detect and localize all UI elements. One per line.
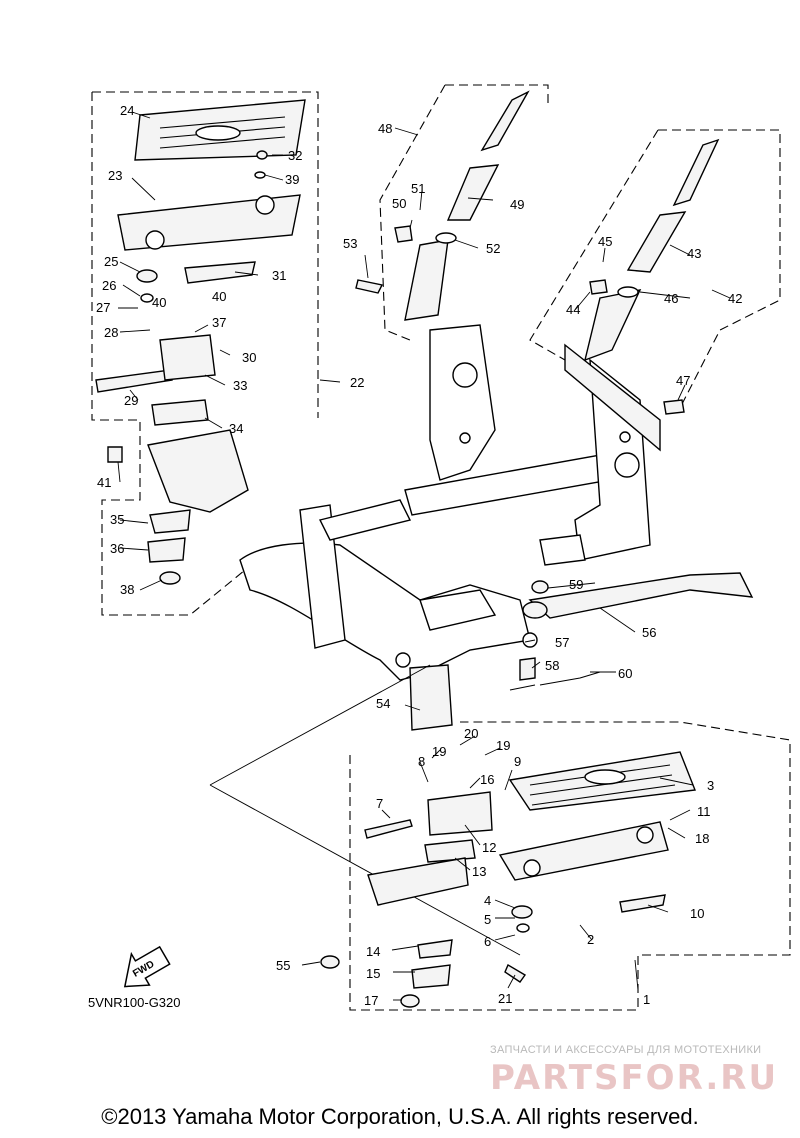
brake-pedal [528, 572, 754, 619]
callout-42: 42 [728, 291, 742, 306]
callout-25: 25 [104, 254, 118, 269]
callout-5: 5 [484, 912, 491, 927]
callout-40a: 40 [152, 295, 166, 310]
left-footrest-group [91, 91, 319, 616]
copyright-notice: ©2013 Yamaha Motor Corporation, U.S.A. A… [101, 1104, 699, 1129]
callout-15: 15 [366, 966, 380, 981]
heel-lever-right [584, 289, 642, 362]
callout-40b: 40 [212, 289, 226, 304]
watermark-tagline: ЗАПЧАСТИ И АКСЕССУАРЫ ДЛЯ МОТОТЕХНИКИ [490, 1044, 762, 1056]
fwd-arrow: FWD [123, 945, 171, 988]
callout-18: 18 [695, 831, 709, 846]
callout-4: 4 [484, 893, 491, 908]
callout-51: 51 [411, 181, 425, 196]
callout-13: 13 [472, 864, 486, 879]
callout-58: 58 [545, 658, 559, 673]
grip-50 [480, 90, 530, 152]
callout-24: 24 [120, 103, 134, 118]
callout-29: 29 [124, 393, 138, 408]
callout-30: 30 [242, 350, 256, 365]
footboard-right [498, 821, 669, 881]
heel-lever-left [404, 239, 449, 321]
callout-48: 48 [378, 121, 392, 136]
callout-31: 31 [272, 268, 286, 283]
callout-52: 52 [486, 241, 500, 256]
footrest-bracket-left [147, 429, 249, 513]
callout-19a: 19 [432, 744, 446, 759]
callout-27: 27 [96, 300, 110, 315]
callout-6: 6 [484, 934, 491, 949]
callout-36: 36 [110, 541, 124, 556]
callout-8: 8 [418, 754, 425, 769]
callout-34: 34 [229, 421, 243, 436]
callout-7: 7 [376, 796, 383, 811]
callout-10: 10 [690, 906, 704, 921]
left-heel-shift-group [355, 84, 549, 341]
callout-38: 38 [120, 582, 134, 597]
callout-45: 45 [598, 234, 612, 249]
callout-37: 37 [212, 315, 226, 330]
callout-60: 60 [618, 666, 632, 681]
callout-53: 53 [343, 236, 357, 251]
callout-55: 55 [276, 958, 290, 973]
callout-22: 22 [350, 375, 364, 390]
callout-12: 12 [482, 840, 496, 855]
callout-28: 28 [104, 325, 118, 340]
watermark-brand: PARTSFOR.RU [490, 1058, 779, 1098]
callout-46: 46 [664, 291, 678, 306]
callout-2: 2 [587, 932, 594, 947]
callout-39: 39 [285, 172, 299, 187]
callout-11: 11 [697, 804, 711, 819]
callout-20: 20 [464, 726, 478, 741]
callout-19b: 19 [496, 738, 510, 753]
callout-44: 44 [566, 302, 580, 317]
right-heel-shift-group [529, 129, 781, 452]
callout-56: 56 [642, 625, 656, 640]
grip-45 [672, 138, 720, 207]
footrest-bracket-right [367, 857, 469, 906]
callout-23: 23 [108, 168, 122, 183]
bracket-54 [409, 664, 453, 731]
callout-3: 3 [707, 778, 714, 793]
leader-lines [117, 111, 731, 1001]
diagram-code: 5VNR100-G320 [88, 995, 181, 1010]
brake-pedal-group [409, 572, 754, 731]
callout-35: 35 [110, 512, 124, 527]
grip-43 [626, 211, 687, 273]
callout-1: 1 [643, 992, 650, 1007]
right-footrest-group [209, 664, 791, 1011]
callout-21: 21 [498, 991, 512, 1006]
callout-43: 43 [687, 246, 701, 261]
grip-49 [446, 164, 500, 221]
callout-9: 9 [514, 754, 521, 769]
callout-26: 26 [102, 278, 116, 293]
callout-49: 49 [510, 197, 524, 212]
callout-50: 50 [392, 196, 406, 211]
callout-17: 17 [364, 993, 378, 1008]
callout-16: 16 [480, 772, 494, 787]
callout-57: 57 [555, 635, 569, 650]
callout-59: 59 [569, 577, 583, 592]
part-callouts: 1 2 3 4 5 6 7 8 9 10 11 12 13 14 15 16 1… [96, 103, 742, 1008]
main-frame-structure [239, 324, 651, 681]
callout-47: 47 [676, 373, 690, 388]
callout-14: 14 [366, 944, 380, 959]
callout-32: 32 [288, 148, 302, 163]
callout-41: 41 [97, 475, 111, 490]
callout-54: 54 [376, 696, 390, 711]
callout-33: 33 [233, 378, 247, 393]
